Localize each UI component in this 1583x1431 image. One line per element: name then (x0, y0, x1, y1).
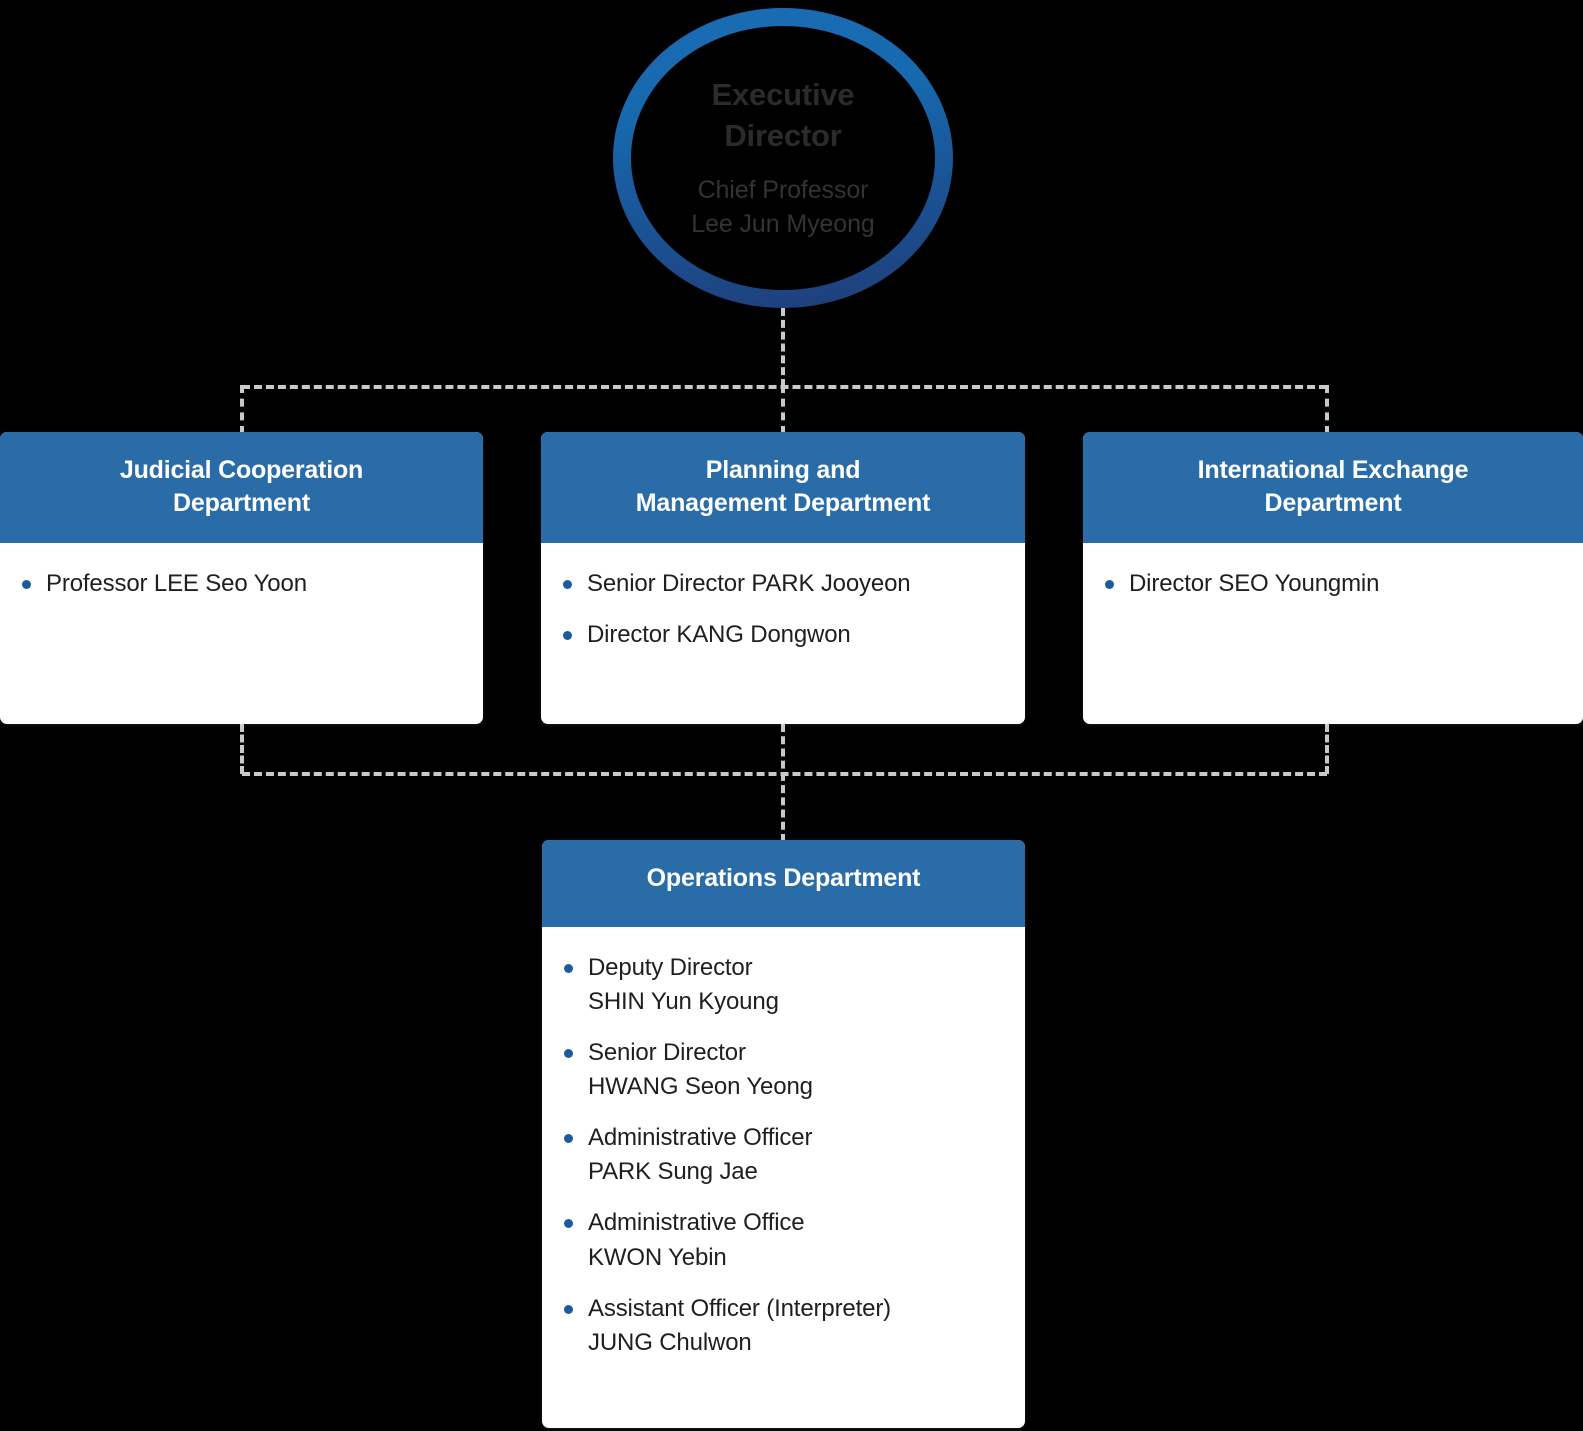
department-member-list: Senior Director PARK Jooyeon Director KA… (559, 567, 1007, 652)
list-item: Assistant Officer (Interpreter) JUNG Chu… (560, 1292, 1007, 1360)
executive-director-circle-fill (631, 26, 935, 290)
department-header-planning-management: Planning and Management Department (541, 432, 1025, 543)
member-role: Senior Director PARK Jooyeon (587, 570, 911, 597)
department-card-judicial-cooperation[interactable]: Judicial Cooperation Department Professo… (0, 432, 483, 724)
department-card-operations[interactable]: Operations Department Deputy Director SH… (542, 840, 1025, 1428)
department-title-line-1: Judicial Cooperation (119, 456, 364, 484)
department-title-line-1: Planning and (705, 456, 861, 484)
department-header-operations: Operations Department (542, 840, 1025, 927)
executive-director-subtitle: Chief Professor Lee Jun Myeong (691, 174, 875, 241)
executive-subtitle-line-1: Chief Professor (697, 176, 869, 205)
connector-exec-down (781, 308, 785, 387)
executive-subtitle-line-2: Lee Jun Myeong (691, 209, 875, 238)
department-header-international-exchange: International Exchange Department (1083, 432, 1583, 543)
bullet-icon (564, 1134, 573, 1144)
list-item: Director KANG Dongwon (559, 618, 1007, 652)
department-title-line-2: Department (173, 489, 310, 517)
executive-director-title: Executive Director (712, 75, 855, 157)
bullet-icon (564, 1049, 573, 1059)
list-item: Senior Director HWANG Seon Yeong (560, 1036, 1007, 1104)
bullet-icon (563, 631, 572, 641)
list-item: Senior Director PARK Jooyeon (559, 567, 1007, 601)
connector-international-down (1325, 724, 1329, 774)
member-name: PARK Sung Jae (588, 1158, 758, 1186)
executive-title-line-2: Director (724, 117, 842, 153)
department-member-list: Director SEO Youngmin (1101, 567, 1565, 601)
member-role: Administrative Office (588, 1209, 805, 1237)
connector-top-bus-left-drop (240, 385, 244, 434)
member-name: KWON Yebin (588, 1243, 727, 1271)
bullet-icon (1105, 580, 1114, 589)
bullet-icon (22, 580, 31, 589)
member-name: JUNG Chulwon (588, 1328, 752, 1356)
department-title-line-1: International Exchange (1197, 456, 1469, 484)
member-role: Director SEO Youngmin (1129, 570, 1380, 597)
bullet-icon (564, 1304, 573, 1314)
member-role: Administrative Officer (588, 1124, 813, 1152)
connector-operations-up (781, 724, 785, 842)
list-item: Director SEO Youngmin (1101, 567, 1565, 601)
department-header-judicial-cooperation: Judicial Cooperation Department (0, 432, 483, 543)
connector-top-bus-center-drop (781, 385, 785, 434)
department-card-planning-management[interactable]: Planning and Management Department Senio… (541, 432, 1025, 724)
list-item: Administrative Officer PARK Sung Jae (560, 1121, 1007, 1189)
member-name: SHIN Yun Kyoung (588, 988, 779, 1016)
list-item: Administrative Office KWON Yebin (560, 1206, 1007, 1274)
executive-director-node[interactable]: Executive Director Chief Professor Lee J… (631, 26, 935, 290)
department-title-line-2: Management Department (635, 489, 931, 517)
department-member-list: Deputy Director SHIN Yun Kyoung Senior D… (560, 951, 1007, 1360)
department-body-planning-management: Senior Director PARK Jooyeon Director KA… (541, 543, 1025, 671)
bullet-icon (563, 580, 572, 589)
member-role: Assistant Officer (Interpreter) (588, 1294, 892, 1322)
list-item: Professor LEE Seo Yoon (18, 567, 465, 601)
department-title-line-1: Operations Department (646, 864, 921, 892)
connector-judicial-down (240, 724, 244, 774)
bullet-icon (564, 964, 573, 973)
list-item: Deputy Director SHIN Yun Kyoung (560, 951, 1007, 1019)
member-role: Deputy Director (588, 954, 753, 981)
member-role: Director KANG Dongwon (587, 621, 851, 649)
member-name: HWANG Seon Yeong (588, 1073, 813, 1101)
department-title-line-2: Department (1264, 489, 1402, 517)
department-card-international-exchange[interactable]: International Exchange Department Direct… (1083, 432, 1583, 724)
department-body-judicial-cooperation: Professor LEE Seo Yoon (0, 543, 483, 620)
department-body-international-exchange: Director SEO Youngmin (1083, 543, 1583, 620)
department-member-list: Professor LEE Seo Yoon (18, 567, 465, 601)
connector-top-bus-right-drop (1325, 385, 1329, 434)
department-body-operations: Deputy Director SHIN Yun Kyoung Senior D… (542, 927, 1025, 1378)
member-role: Senior Director (588, 1039, 746, 1067)
bullet-icon (564, 1219, 573, 1229)
executive-title-line-1: Executive (711, 76, 855, 112)
member-role: Professor LEE Seo Yoon (46, 570, 307, 597)
